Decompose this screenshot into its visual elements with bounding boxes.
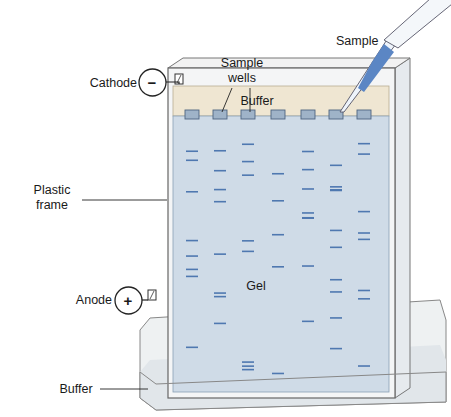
dna-band	[302, 217, 314, 219]
dna-band	[186, 159, 198, 161]
dna-band	[272, 266, 284, 268]
part-label: Sample wells	[216, 56, 268, 86]
dna-band	[186, 240, 198, 242]
dna-band	[302, 169, 314, 171]
gel-slab	[173, 116, 389, 392]
sample-well	[357, 110, 371, 119]
dna-band	[242, 369, 254, 371]
dna-band	[330, 279, 342, 281]
part-label: Anode	[76, 293, 112, 308]
dna-band	[330, 186, 342, 188]
dna-band	[330, 291, 342, 293]
dna-band	[242, 174, 254, 176]
dna-band	[302, 265, 314, 267]
pipette-tip	[340, 38, 396, 112]
dna-band	[272, 373, 284, 375]
gel-bands	[186, 144, 370, 374]
dna-band	[186, 347, 198, 349]
dna-band	[358, 365, 370, 367]
leader-line	[222, 88, 232, 112]
dna-band	[330, 189, 342, 191]
sample-liquid	[358, 44, 394, 92]
dna-band	[358, 143, 370, 145]
part-label: Buffer	[240, 94, 273, 109]
dna-band	[330, 317, 342, 319]
dna-band	[186, 276, 198, 278]
dna-band	[214, 292, 226, 294]
terminal-circle: −	[138, 68, 167, 97]
pipette-body	[384, 0, 451, 48]
polarity-sign: +	[124, 293, 133, 308]
dna-band	[214, 253, 226, 255]
dna-band	[302, 212, 314, 214]
dna-band	[330, 230, 342, 232]
terminal-circle: +	[114, 286, 143, 315]
dna-band	[358, 211, 370, 213]
part-label: Sample	[336, 34, 378, 49]
dna-band	[214, 170, 226, 172]
dna-band	[214, 323, 226, 325]
polarity-sign: −	[148, 75, 157, 90]
dna-band	[186, 191, 198, 193]
sample-well	[301, 110, 315, 119]
anode-electrode	[148, 290, 156, 300]
dna-band	[242, 143, 254, 145]
dna-band	[358, 153, 370, 155]
dna-band	[214, 150, 226, 152]
tray-lip	[140, 372, 446, 410]
dna-band	[242, 240, 254, 242]
sample-well	[185, 110, 199, 119]
cathode-wire	[164, 82, 179, 84]
dna-band	[302, 151, 314, 153]
sample-well	[271, 110, 285, 119]
part-label: Cathode	[90, 76, 137, 91]
leader-line	[100, 389, 148, 390]
leader-line	[82, 200, 167, 201]
dna-band	[302, 217, 314, 219]
circle-outline	[115, 287, 142, 314]
dna-band	[242, 161, 254, 163]
sample-well	[213, 110, 227, 119]
dna-band	[214, 201, 226, 203]
dna-band	[330, 247, 342, 249]
dna-band	[186, 269, 198, 271]
dna-band	[272, 173, 284, 175]
dna-band	[242, 361, 254, 363]
dna-band	[302, 188, 314, 190]
electrode-mark	[150, 291, 154, 299]
sample-well	[241, 110, 255, 119]
dna-band	[330, 348, 342, 350]
part-label: Plastic frame	[24, 183, 80, 213]
dna-band	[358, 290, 370, 292]
dna-band	[242, 251, 254, 253]
dna-band	[214, 189, 226, 191]
dna-band	[214, 296, 226, 298]
dna-band	[302, 321, 314, 323]
dna-band	[186, 255, 198, 257]
dna-band	[186, 150, 198, 152]
dna-band	[330, 190, 342, 192]
circle-outline	[139, 69, 166, 96]
dna-band	[358, 298, 370, 300]
dna-band	[272, 200, 284, 202]
dna-band	[272, 234, 284, 236]
frame-side	[395, 58, 410, 398]
dna-band	[358, 239, 370, 241]
dna-band	[358, 232, 370, 234]
part-label: Gel	[246, 279, 265, 294]
dna-band	[242, 365, 254, 367]
part-label: Buffer	[59, 382, 92, 397]
plastic-frame	[168, 68, 395, 398]
dna-band	[330, 165, 342, 167]
